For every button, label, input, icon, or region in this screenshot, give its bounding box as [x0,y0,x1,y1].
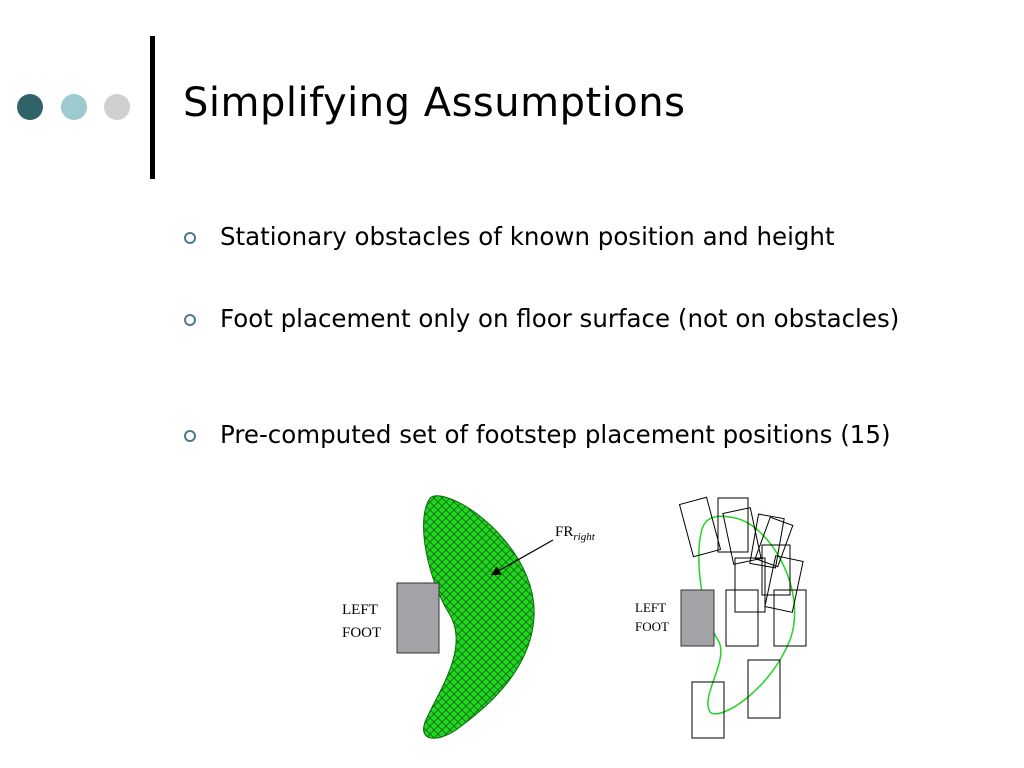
footstep-candidate [747,659,781,719]
teal-dot [61,94,87,120]
decorative-dots [0,0,160,200]
gray-dot [104,94,130,120]
footstep-candidates [678,496,807,739]
bullet-item: Stationary obstacles of known position a… [184,220,835,253]
footstep-candidate [749,513,785,569]
left-foot [396,582,440,654]
left-foot-label-line2: FOOT [635,619,669,634]
footstep-candidate [764,555,804,613]
footstep-candidate [717,497,749,553]
bullet-marker-icon [184,430,196,442]
footstep-figure: LEFT FOOT FRright LEFT FOOT [330,490,820,750]
bullet-item: Foot placement only on floor surface (no… [184,302,899,335]
footstep-candidate [761,544,791,596]
bullet-marker-icon [184,314,196,326]
left-foot [680,589,715,647]
footstep-candidate [678,496,722,558]
footstep-candidate [734,557,766,613]
left-foot-label-line1: LEFT [342,602,378,618]
footstep-candidate [773,589,807,647]
bullet-text: Pre-computed set of footstep placement p… [220,420,891,449]
left-foot-label-line2: FOOT [342,625,381,641]
bullet-text: Foot placement only on floor surface (no… [220,304,900,333]
bullet-item: Pre-computed set of footstep placement p… [184,418,891,451]
footstep-candidate [754,516,794,568]
region-label: FRright [555,524,596,543]
dark-dot [17,94,43,120]
reachable-region-mesh [423,495,535,739]
footstep-diagram: LEFT FOOT FRright LEFT FOOT [342,495,807,739]
bullet-text: Stationary obstacles of known position a… [220,222,835,251]
footstep-candidate [725,589,759,647]
slide-title: Simplifying Assumptions [183,80,686,126]
left-foot-label-line1: LEFT [635,600,666,615]
title-divider [150,36,155,179]
left-panel: LEFT FOOT FRright [342,495,596,739]
right-panel: LEFT FOOT [635,496,807,739]
footstep-candidate [691,681,725,739]
region-pointer-arrow [490,539,554,576]
bullet-marker-icon [184,232,196,244]
